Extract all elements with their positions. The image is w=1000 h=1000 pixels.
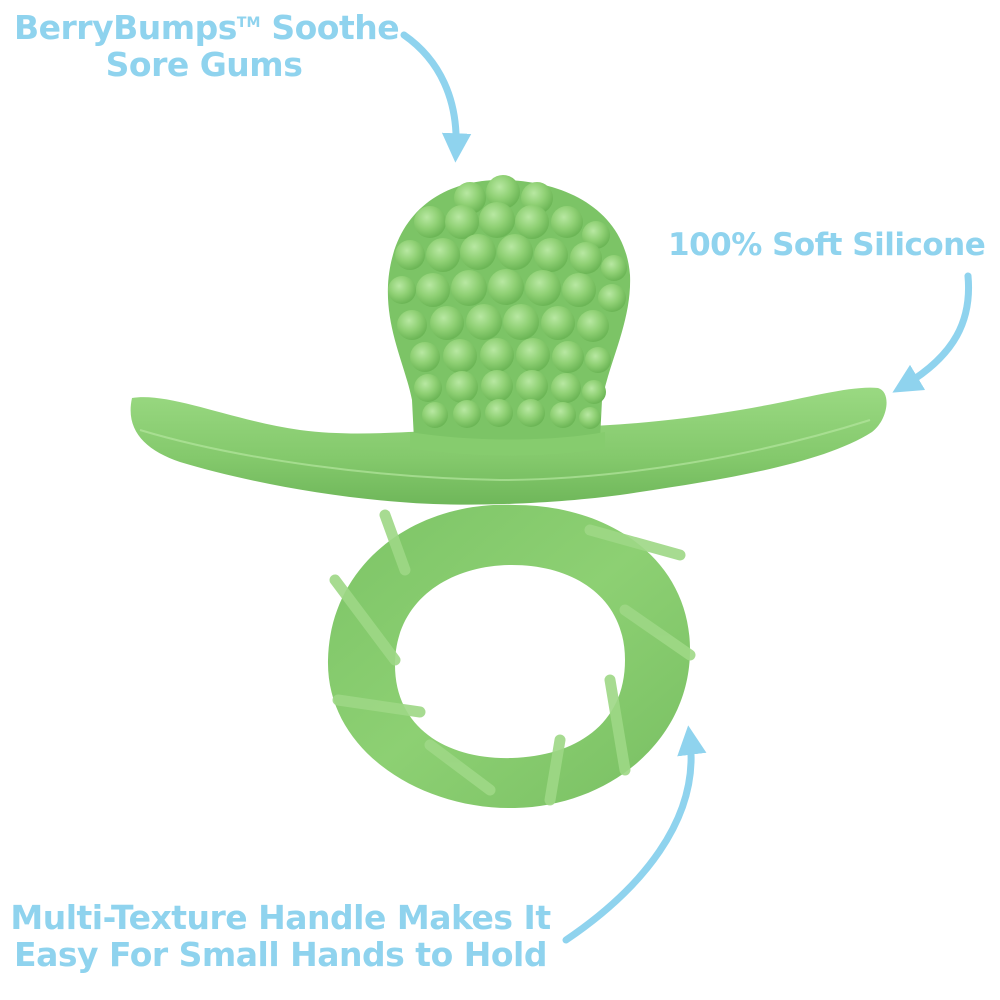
callout-berry-bumps: BerryBumpsTM Soothe Sore Gums bbox=[14, 8, 400, 84]
ring-handle bbox=[327, 504, 696, 809]
callout-handle-line2: Easy For Small Hands to Hold bbox=[14, 934, 547, 974]
callout-berry-bumps-line2: Sore Gums bbox=[105, 44, 303, 84]
arrow-to-berry-bumps bbox=[400, 31, 472, 163]
callout-berry-bumps-line1: BerryBumpsTM Soothe bbox=[14, 8, 400, 47]
berry-bump-nipple bbox=[387, 175, 631, 456]
trademark-symbol: TM bbox=[236, 15, 261, 31]
callout-silicone: 100% Soft Silicone bbox=[668, 227, 986, 263]
arrow-to-handle bbox=[562, 725, 707, 944]
callout-text: BerryBumps bbox=[14, 8, 237, 47]
callout-handle: Multi-Texture Handle Makes It Easy For S… bbox=[8, 898, 553, 974]
callout-text: Soothe bbox=[260, 8, 400, 47]
callout-handle-line1: Multi-Texture Handle Makes It bbox=[10, 898, 551, 937]
arrow-to-silicone bbox=[892, 272, 973, 393]
